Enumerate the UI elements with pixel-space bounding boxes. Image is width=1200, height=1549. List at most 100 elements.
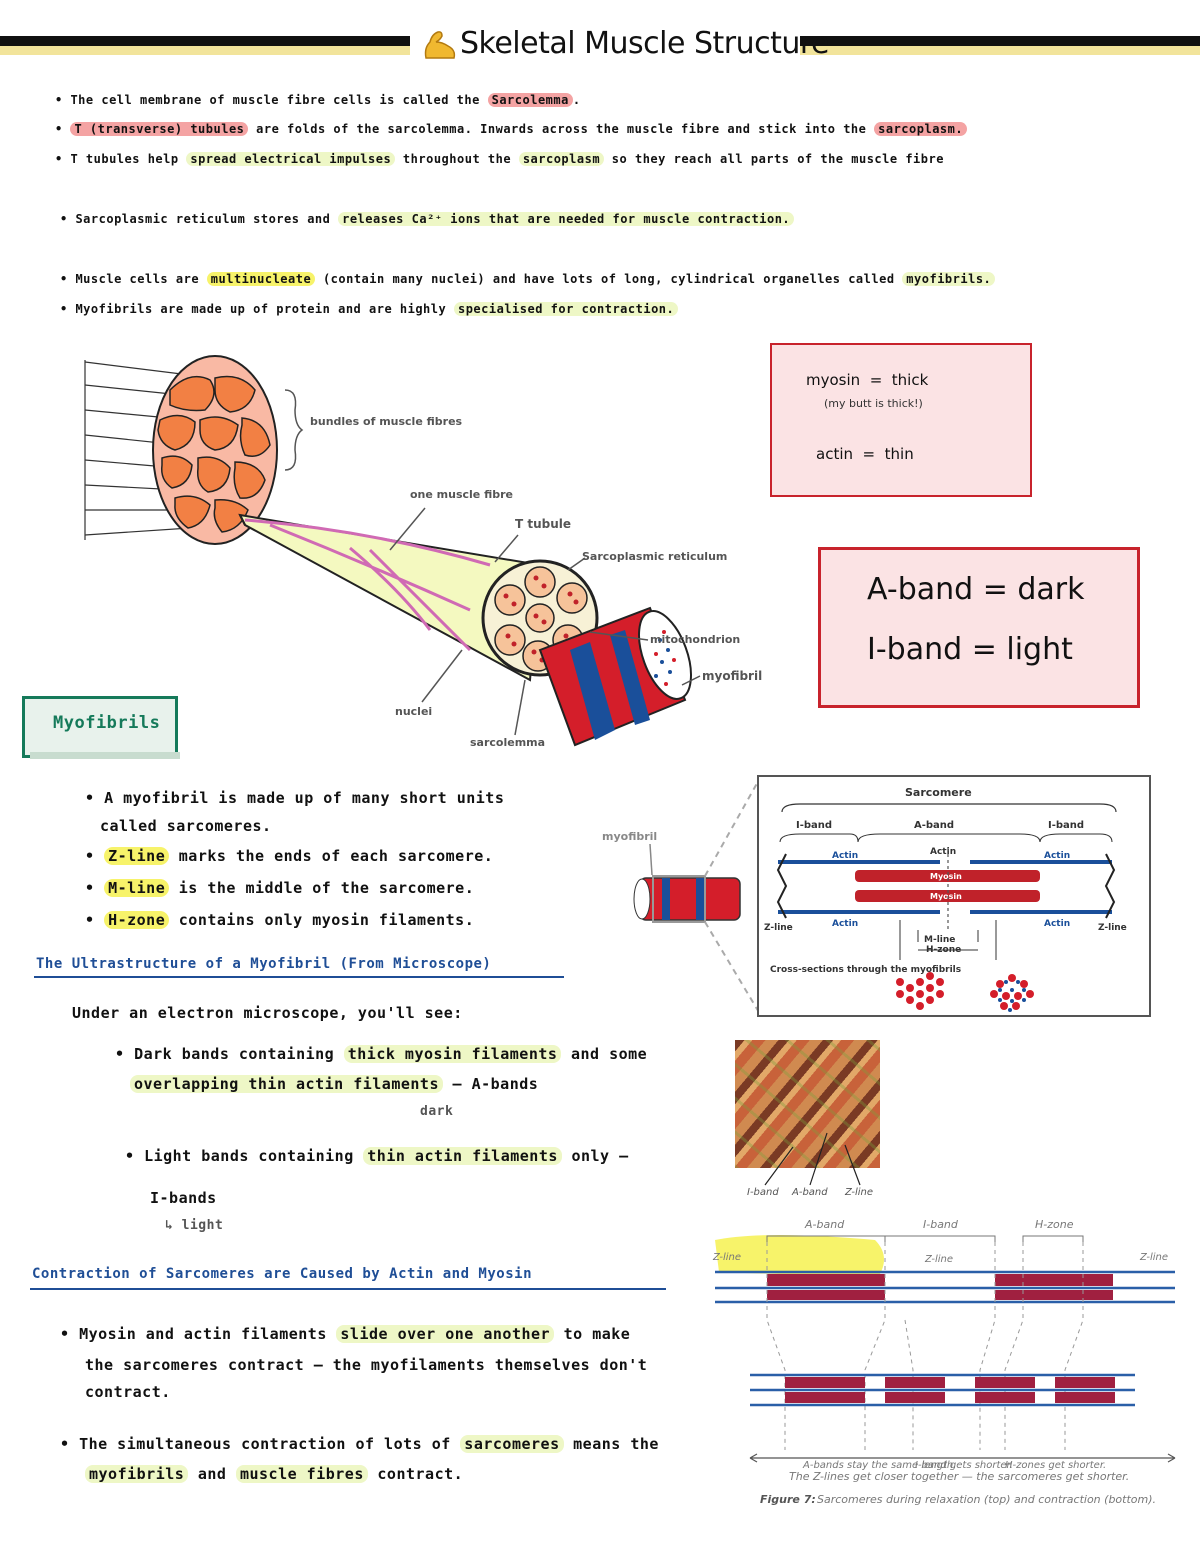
arrow-sarcolemma [515, 680, 525, 735]
label-sarcomere: Sarcomere [905, 786, 972, 799]
label-fig-aband: A-band [804, 1218, 845, 1231]
contraction-bullet-2: • The simultaneous contraction of lots o… [60, 1436, 659, 1452]
highlight-sarcoplasm-2: sarcoplasm [519, 152, 604, 166]
figure-7-relaxation-contraction: A-band I-band H-zone Z-line Z-line Z-lin… [705, 1210, 1185, 1510]
myofibril-bullet-3: • M-line is the middle of the sarcomere. [85, 880, 474, 896]
arrow-nuclei [422, 650, 462, 702]
myofibrils-tag: Myofibrils [22, 696, 178, 758]
myofibril-bullet-2: • Z-line marks the ends of each sarcomer… [85, 848, 493, 864]
label-mline: M-line [924, 935, 955, 945]
small-myofibril [634, 876, 740, 922]
highlight-impulses: spread electrical impulses [186, 152, 395, 166]
ultra-light-2: I-bands [150, 1190, 217, 1206]
bracket-hzone [1023, 1236, 1083, 1242]
header-line-right-yellow [800, 46, 1200, 55]
contraction-bullet-2b: myofibrils and muscle fibres contract. [85, 1466, 463, 1482]
label-micro-iband: I-band [747, 1187, 779, 1198]
label-mito: mitochondrion [650, 633, 740, 646]
highlight-specialised: specialised for contraction. [454, 302, 678, 316]
label-zline-left: Z-line [764, 923, 793, 933]
ultra-light-note: ↳ light [165, 1218, 223, 1233]
arrow-micro-aband [810, 1133, 827, 1185]
label-actin-tr: Actin [1044, 851, 1070, 861]
intro-bullet-1: • The cell membrane of muscle fibre cell… [55, 92, 581, 108]
note-myosin-sub: (my butt is thick!) [824, 397, 923, 410]
ultrastructure-underline [34, 976, 564, 978]
label-actin-tl: Actin [832, 851, 858, 861]
myofibril-bullet-1: • A myofibril is made up of many short u… [85, 790, 504, 806]
text: only — [571, 1147, 628, 1165]
note-aband: A-band = dark [867, 572, 1085, 607]
highlight-h-zone: H-zone [104, 911, 169, 929]
text: and some [571, 1045, 647, 1063]
highlight-thick-myosin: thick myosin filaments [344, 1045, 562, 1063]
text: means the [573, 1435, 659, 1453]
flexed-biceps-icon [422, 28, 458, 62]
contraction-bullet-1b: the sarcomeres contract — the myofilamen… [85, 1357, 647, 1373]
label-fig-zline-1: Z-line [712, 1252, 741, 1263]
highlight-myofibrils: myofibrils. [902, 272, 995, 286]
arrow-sr [568, 558, 585, 570]
arrow-micro-zline [845, 1145, 860, 1185]
contraction-underline [30, 1288, 666, 1290]
label-micro-aband: A-band [791, 1187, 828, 1198]
text: contract. [377, 1465, 463, 1483]
text: is the middle of the sarcomere. [179, 879, 474, 897]
ultra-dark-2: overlapping thin actin filaments — A-ban… [130, 1076, 538, 1092]
highlight-z-line: Z-line [104, 847, 169, 865]
label-fig-zline-2: Z-line [924, 1254, 953, 1265]
note-zlines-closer: The Z-lines get closer together — the sa… [789, 1470, 1129, 1483]
text: called sarcomeres. [100, 817, 272, 835]
band-note: A-band = dark I-band = light [818, 547, 1140, 708]
label-one-fibre: one muscle fibre [410, 488, 513, 501]
intro-bullet-2: • T (transverse) tubules are folds of th… [55, 121, 967, 137]
page-title: Skeletal Muscle Structure [460, 26, 829, 61]
ultra-dark-1: • Dark bands containing thick myosin fil… [115, 1046, 647, 1062]
muscle-structure-diagram: bundles of muscle fibres one muscle fibr… [70, 350, 810, 750]
label-iband-left: I-band [796, 820, 832, 831]
intro-bullet-4: • Sarcoplasmic reticulum stores and rele… [60, 211, 794, 227]
text: — A-bands [453, 1075, 539, 1093]
note-actin: actin = thin [816, 445, 914, 463]
label-fig-iband: I-band [923, 1218, 959, 1231]
label-t-tubule: T tubule [515, 517, 571, 531]
highlight-sarcomeres: sarcomeres [460, 1435, 563, 1453]
label-bundles: bundles of muscle fibres [310, 415, 463, 428]
highlight-t-tubules: T (transverse) tubules [70, 122, 248, 136]
myofibril-bullet-1b: called sarcomeres. [100, 818, 272, 834]
ultrastructure-heading: The Ultrastructure of a Myofibril (From … [36, 956, 491, 972]
contraction-bullet-1c: contract. [85, 1384, 171, 1400]
text: so they reach all parts of the muscle fi… [612, 152, 944, 166]
intro-bullet-3: • T tubules help spread electrical impul… [55, 151, 944, 167]
bracket-iband [885, 1236, 995, 1242]
contracted-sarcomere [750, 1375, 1135, 1405]
relaxed-sarcomere [715, 1272, 1175, 1302]
highlight-thin-actin: thin actin filaments [363, 1147, 562, 1165]
label-aband: A-band [914, 820, 954, 831]
label-myofibril: myofibril [702, 669, 762, 683]
text: light [182, 1218, 224, 1233]
sarcomere-figure: myofibril Sarcomere I-band A-band I-band… [600, 770, 1160, 1022]
text: throughout the [403, 152, 511, 166]
label-sr: Sarcoplasmic reticulum [582, 550, 727, 563]
intro-bullet-5: • Muscle cells are multinucleate (contai… [60, 271, 995, 287]
zoom-line-top [705, 778, 760, 876]
note-iband: I-band = light [867, 632, 1073, 667]
intro-bullet-6: • Myofibrils are made up of protein and … [60, 301, 678, 317]
text: Muscle cells are [75, 272, 199, 286]
arrow-micro-iband [765, 1147, 793, 1185]
highlight-sarcolemma: Sarcolemma [488, 93, 573, 107]
contraction-heading: Contraction of Sarcomeres are Caused by … [32, 1266, 532, 1282]
text: contains only myosin filaments. [179, 911, 474, 929]
label-actin-bl: Actin [832, 919, 858, 929]
header-line-left [0, 36, 410, 46]
label-zline-right: Z-line [1098, 923, 1127, 933]
highlight-slide: slide over one another [336, 1325, 554, 1343]
text: The cell membrane of muscle fibre cells … [70, 93, 479, 107]
label-hzone: H-zone [926, 945, 961, 955]
text: are folds of the sarcolemma. Inwards acr… [256, 122, 866, 136]
myosin-actin-note: myosin = thick (my butt is thick!) actin… [770, 343, 1032, 497]
text: The simultaneous contraction of lots of [79, 1435, 451, 1453]
highlight-multinucleate: multinucleate [207, 272, 315, 286]
myofibrils-tag-text: Myofibrils [53, 713, 160, 733]
